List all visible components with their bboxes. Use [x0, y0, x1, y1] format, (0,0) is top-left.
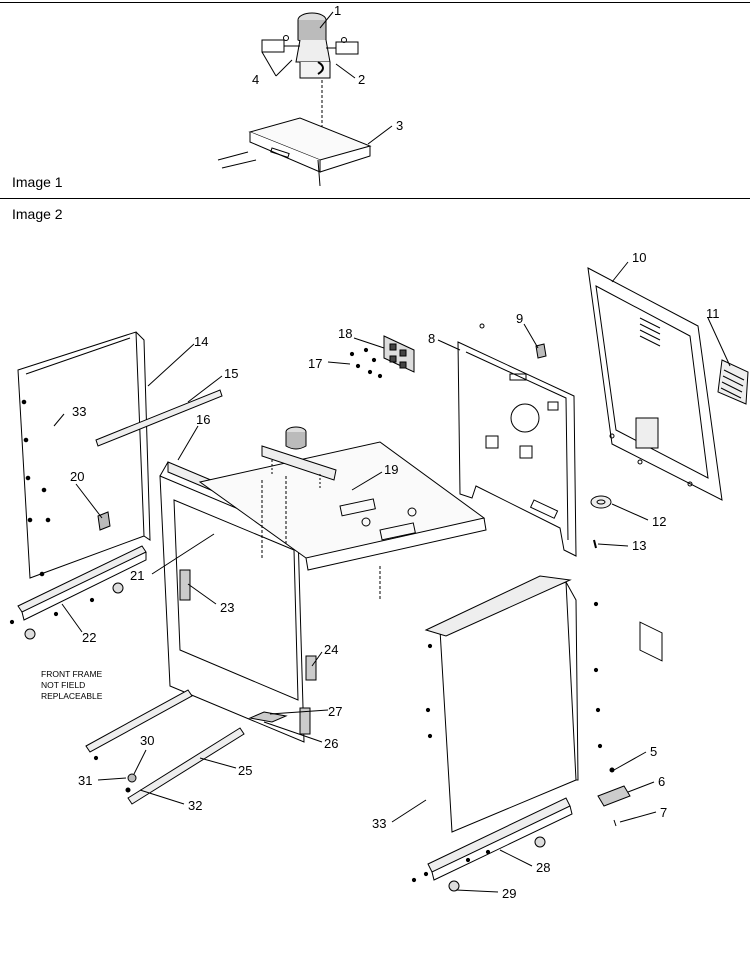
bracket-6: [597, 767, 631, 827]
callout-27: 27: [328, 704, 342, 719]
cooktop-frame-19: [198, 441, 487, 571]
callout-33-right: 33: [372, 816, 386, 831]
callout-29: 29: [502, 886, 516, 901]
rail-30-upper: [85, 689, 193, 761]
leaders-image2: [53, 261, 731, 893]
image1-label: Image 1: [12, 174, 63, 190]
alignment-lines: [261, 476, 381, 600]
callout-3: 3: [396, 118, 403, 133]
callout-21: 21: [130, 568, 144, 583]
callout-10: 10: [632, 250, 646, 265]
callout-25: 25: [238, 763, 252, 778]
terminal-block-18: [383, 335, 415, 373]
leaders-image1: [261, 11, 393, 145]
screws-17: [349, 347, 383, 379]
callout-14: 14: [194, 334, 208, 349]
regulator-assembly-top: [261, 12, 359, 79]
note-line-3: REPLACEABLE: [41, 691, 103, 701]
callout-5: 5: [650, 744, 657, 759]
callout-13: 13: [632, 538, 646, 553]
callout-22: 22: [82, 630, 96, 645]
bracket-part-9: [535, 343, 547, 359]
note-line-2: NOT FIELD: [41, 680, 85, 690]
rear-wall-8: [457, 323, 577, 557]
front-frame-note: FRONT FRAME NOT FIELD REPLACEABLE: [41, 669, 103, 701]
callout-18: 18: [338, 326, 352, 341]
rail-15: [95, 389, 223, 447]
callout-4: 4: [252, 72, 259, 87]
callout-24: 24: [324, 642, 338, 657]
callout-12: 12: [652, 514, 666, 529]
callout-15: 15: [224, 366, 238, 381]
callout-31: 31: [78, 773, 92, 788]
callout-11: 11: [706, 306, 720, 321]
section-divider: [0, 198, 750, 199]
mounting-bracket-3: [217, 117, 372, 187]
image2-label: Image 2: [12, 206, 63, 222]
callout-9: 9: [516, 311, 523, 326]
bracket-27: [248, 711, 288, 723]
bottom-rail-22: [9, 545, 147, 640]
callout-20: 20: [70, 469, 84, 484]
callout-1: 1: [334, 3, 341, 18]
callout-8: 8: [428, 331, 435, 346]
bracket-24: [305, 655, 317, 681]
callout-30: 30: [140, 733, 154, 748]
callout-6: 6: [658, 774, 665, 789]
bottom-rail-28: [411, 797, 573, 892]
callout-33-left: 33: [72, 404, 86, 419]
callout-32: 32: [188, 798, 202, 813]
callout-16: 16: [196, 412, 210, 427]
note-line-1: FRONT FRAME: [41, 669, 103, 679]
callout-labels: 1 2 3 4 10 11 8 9 18 17 14 15 33 16 19 2…: [70, 3, 720, 901]
callout-28: 28: [536, 860, 550, 875]
callout-23: 23: [220, 600, 234, 615]
callout-19: 19: [384, 462, 398, 477]
right-side-panel: [424, 575, 603, 833]
rail-25: [127, 727, 245, 805]
grommet-12: [590, 495, 612, 509]
back-panel-10: [587, 267, 723, 662]
callout-17: 17: [308, 356, 322, 371]
callout-2: 2: [358, 72, 365, 87]
left-side-panel-14: [17, 331, 151, 579]
regulator-assembly-mid: [261, 426, 337, 490]
fittings-30-31: [125, 773, 137, 793]
clip-13: [593, 539, 597, 549]
callout-7: 7: [660, 805, 667, 820]
top-border: [0, 2, 750, 3]
vent-cover-11: [717, 359, 749, 405]
callout-26: 26: [324, 736, 338, 751]
